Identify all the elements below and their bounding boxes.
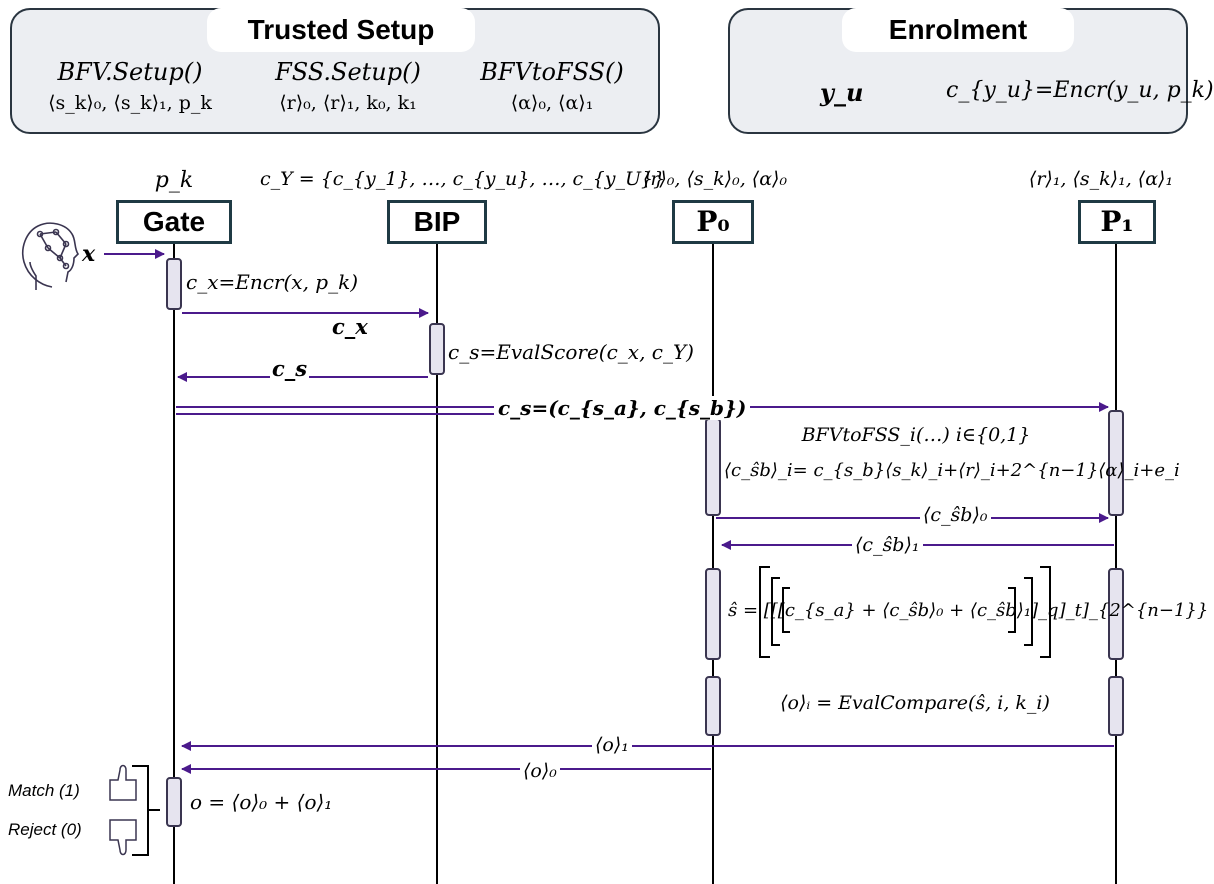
p1-box: P₁ [1078,200,1156,244]
gate-activation-final [166,777,182,827]
p0-activation-convert [705,418,721,516]
step-final-output: o = ⟨o⟩₀ + ⟨o⟩₁ [190,790,333,814]
bip-activation-score [429,323,445,375]
step-eval-score: c_s=EvalScore(c_x, c_Y) [448,340,694,364]
p1-key: ⟨r⟩₁, ⟨s_k⟩₁, ⟨α⟩₁ [1028,168,1174,190]
enrolment-template: y_u [820,78,864,107]
gate-box: Gate [116,200,232,244]
p1-activation-compare [1108,676,1124,736]
p0-key: ⟨r⟩₀, ⟨s_k⟩₀, ⟨α⟩₀ [642,168,788,190]
step-msg-to-p1: ⟨c_ŝb⟩₀ [920,504,991,526]
fss-setup-name: FSS.Setup() [275,58,421,86]
step-result-from-p0: ⟨o⟩₀ [520,760,560,782]
floor-brackets [759,566,1051,658]
enrolment-encrypted: c_{y_u}=Encr(y_u, p_k) [946,78,1214,103]
bfvtofss-out: ⟨α⟩₀, ⟨α⟩₁ [510,92,594,114]
bip-box: BIP [387,200,487,244]
outcome-match: Match (1) [8,781,80,800]
fss-setup-out: ⟨r⟩₀, ⟨r⟩₁, k₀, k₁ [279,92,417,114]
step-bfvtofss-call: BFVtoFSS_i(…) i∈{0,1} [801,424,1031,446]
p0-activation-compare [705,676,721,736]
bfv-setup-name: BFV.Setup() [57,58,203,86]
step-msg-to-p0: ⟨c_ŝb⟩₁ [852,534,923,556]
thumbs-down-icon [109,819,137,856]
step-return-cs: c_s [270,356,310,381]
p0-box: P₀ [672,200,754,244]
bfvtofss-name: BFVtoFSS() [480,58,624,86]
step-result-from-p1: ⟨o⟩₁ [592,734,632,756]
probe-label: x [82,241,96,267]
p0-activation-reconstruct [705,568,721,660]
outcome-reject: Reject (0) [8,820,82,839]
thumbs-up-icon [109,764,137,801]
step-share-formula: ⟨c_ŝb⟩_i= c_{s_b}⟨s_k⟩_i+⟨r⟩_i+2^{n−1}⟨α… [724,460,1180,481]
outcome-bracket [132,765,160,856]
p1-activation-convert [1108,410,1124,516]
step-split-cs: c_s=(c_{s_a}, c_{s_b}) [494,396,751,420]
bip-key: c_Y = {c_{y_1}, …, c_{y_u}, …, c_{y_U}} [260,168,666,190]
step-reconstruct: ŝ = [[[c_{s_a} + ⟨c_ŝb⟩₀ + ⟨c_ŝb⟩₁]_q]_t… [728,600,1209,621]
step-encrypt-probe: c_x=Encr(x, p_k) [186,270,359,294]
gate-key: p_k [154,168,194,193]
step-compare: ⟨o⟩ᵢ = EvalCompare(ŝ, i, k_i) [780,692,1050,714]
trusted-setup-title: Trusted Setup [207,8,475,52]
bfv-setup-out: ⟨s_k⟩₀, ⟨s_k⟩₁, p_k [48,92,212,114]
step-send-cx: c_x [330,314,370,339]
enrolment-title: Enrolment [842,8,1074,52]
p1-activation-reconstruct [1108,568,1124,660]
gate-activation-encrypt [166,258,182,310]
face-probe-icon [22,222,80,290]
